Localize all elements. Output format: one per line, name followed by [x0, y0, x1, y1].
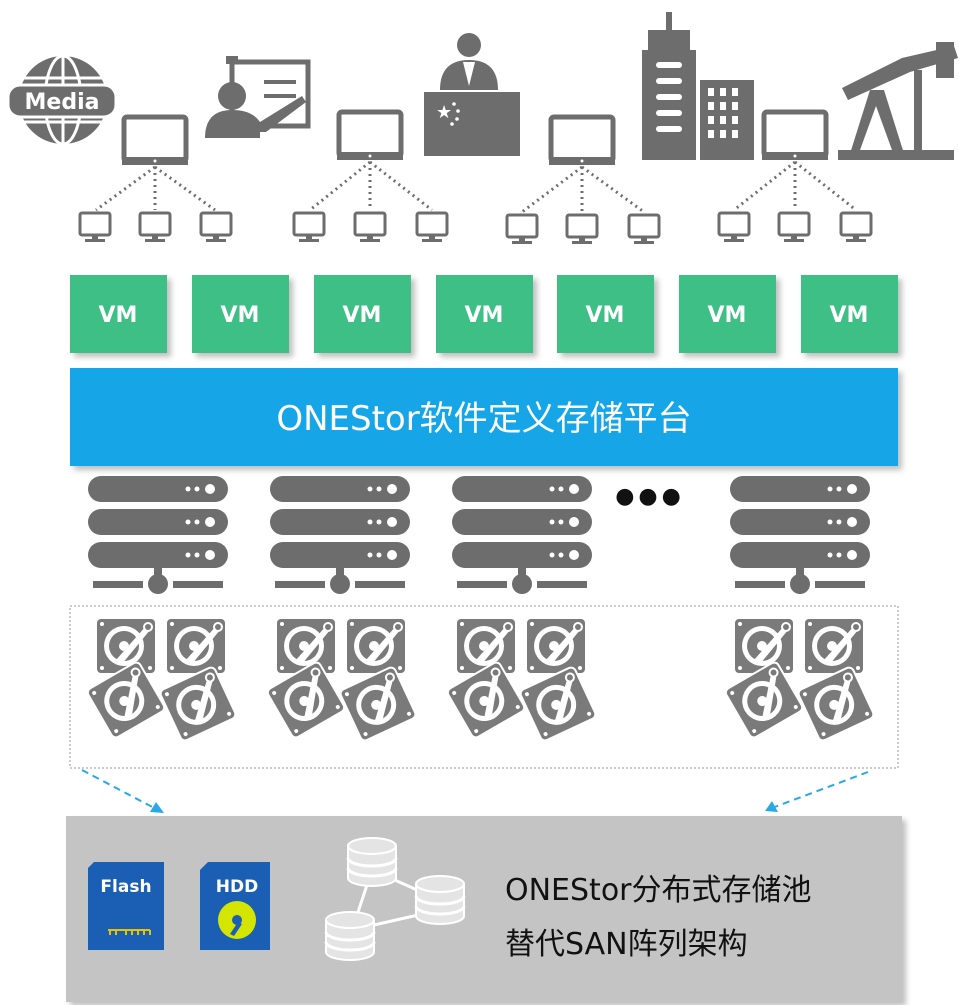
server-rack-icon — [452, 476, 592, 594]
computer-monitor-icon — [122, 117, 188, 165]
hard-disk-icon — [345, 617, 407, 675]
hard-disk-icon — [95, 617, 157, 675]
vm-label: VM — [221, 303, 260, 328]
computer-monitor-icon — [292, 211, 326, 244]
vm-box — [557, 275, 654, 353]
vm-label: VM — [830, 303, 869, 328]
flag-stars: ★ — [436, 102, 452, 123]
hard-disk-icon — [157, 664, 239, 744]
pool-title-line2: 替代SAN阵列架构 — [505, 927, 748, 962]
vm-box — [70, 275, 167, 353]
vm-box — [192, 275, 289, 353]
terminal-row — [78, 211, 873, 246]
server-rack-icon — [88, 476, 228, 594]
hdd-label: HDD — [216, 877, 258, 897]
oil-pump-icon — [838, 42, 958, 160]
arrow-left — [81, 769, 159, 811]
vm-box — [801, 275, 898, 353]
media-globe-icon: Media — [6, 54, 118, 146]
city-buildings-icon — [642, 12, 754, 160]
computer-monitor-icon — [777, 211, 811, 244]
hdd-card-icon: HDD — [200, 862, 270, 950]
computer-monitor-icon — [839, 211, 873, 244]
database-cluster-icon — [324, 836, 466, 962]
media-badge-text: Media — [25, 90, 100, 115]
storage-platform-bar: ONEStor软件定义存储平台 — [70, 368, 898, 466]
vm-label: VM — [465, 303, 504, 328]
hard-disk-icon — [803, 617, 865, 675]
vm-label: VM — [708, 303, 747, 328]
vm-box — [679, 275, 776, 353]
computer-monitor-icon — [762, 112, 828, 160]
vm-box — [314, 275, 411, 353]
vm-box — [436, 275, 533, 353]
hard-disk-icon — [455, 617, 517, 675]
server-row: ●●● — [88, 476, 870, 594]
hard-disk-icon — [525, 617, 587, 675]
computer-monitor-icon — [78, 211, 112, 244]
computer-monitor-icon — [353, 211, 387, 244]
arrow-right-head — [765, 801, 778, 812]
flash-label: Flash — [100, 877, 151, 897]
pool-title-line1: ONEStor分布式存储池 — [505, 873, 812, 908]
vm-label: VM — [99, 303, 138, 328]
computer-monitor-icon — [138, 211, 172, 244]
storage-pool-panel: Flash HDD ONEStor分布式存储池 替代SAN阵列架构 — [66, 816, 902, 1002]
government-official-icon: ★ — [424, 33, 520, 156]
vm-label: VM — [586, 303, 625, 328]
computer-monitor-icon — [717, 211, 751, 244]
computer-monitor-icon — [549, 117, 615, 165]
server-rack-icon — [270, 476, 410, 594]
connection-lines — [95, 160, 857, 214]
teacher-icon — [205, 56, 311, 138]
hard-disk-icon — [337, 664, 419, 744]
computer-monitor-icon — [505, 213, 539, 246]
hard-disk-icon — [733, 617, 795, 675]
server-rack-icon — [730, 476, 870, 594]
disk-pool-frame — [69, 605, 899, 769]
platform-title: ONEStor软件定义存储平台 — [276, 399, 691, 439]
computer-monitor-icon — [199, 211, 233, 244]
arrow-left-head — [150, 802, 164, 813]
disk-group — [85, 617, 239, 744]
computer-monitor-icon — [337, 112, 403, 160]
disk-group — [723, 617, 877, 744]
disk-group — [445, 617, 599, 744]
pool-arrows — [81, 769, 869, 811]
disk-group — [265, 617, 419, 744]
hard-disk-icon — [275, 617, 337, 675]
hard-disk-icon — [165, 617, 227, 675]
computer-monitor-icon — [565, 213, 599, 246]
ellipsis: ●●● — [615, 484, 685, 509]
arrow-right — [771, 771, 869, 809]
hard-disk-icon — [795, 664, 877, 744]
computer-monitor-icon — [627, 213, 661, 246]
computer-monitor-icon — [415, 211, 449, 244]
hard-disk-icon — [517, 664, 599, 744]
vm-label: VM — [343, 303, 382, 328]
vm-row: VM VM VM VM VM VM VM — [70, 275, 898, 353]
flash-card-icon: Flash — [88, 862, 164, 950]
